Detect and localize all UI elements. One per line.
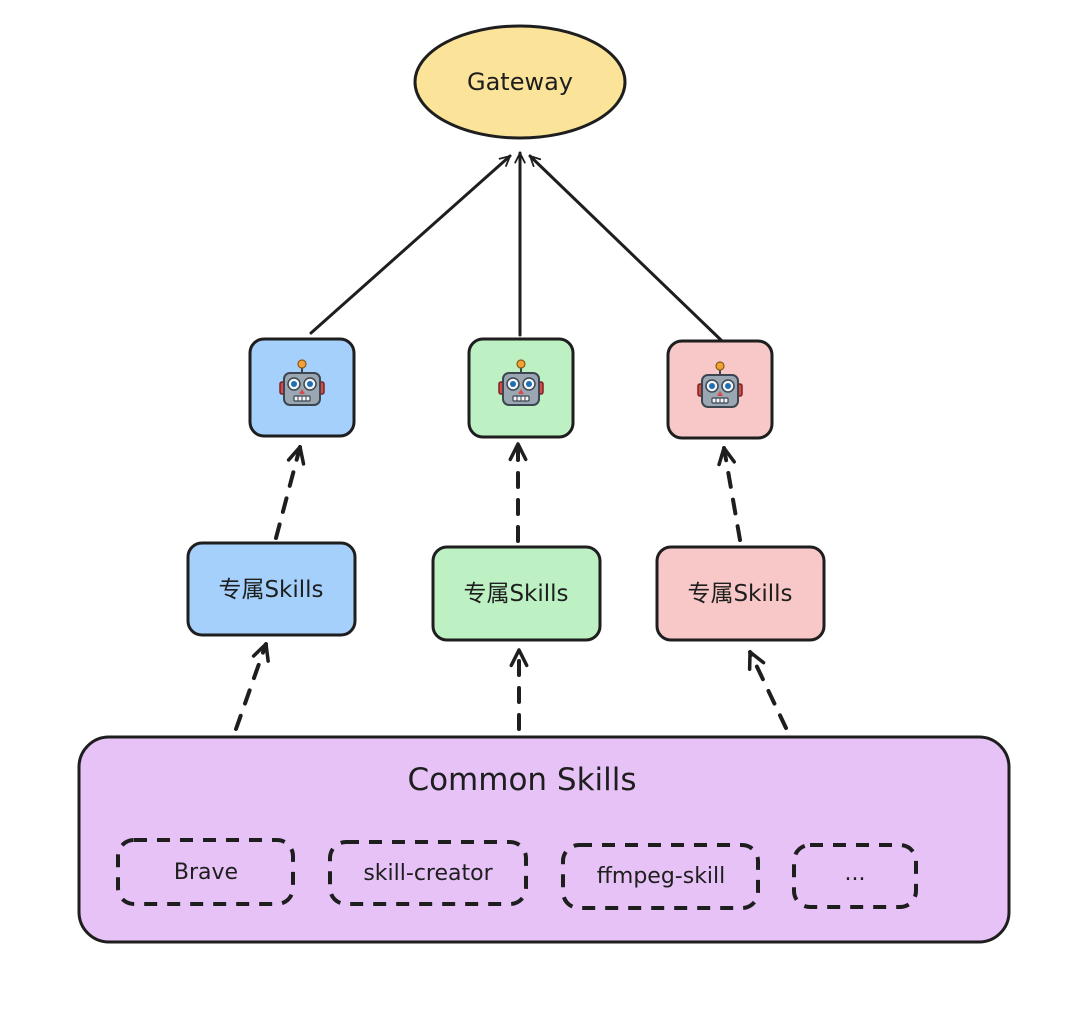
common-skill-item-ffmpeg-skill[interactable]: ffmpeg-skill — [561, 843, 760, 910]
agent-node-3[interactable] — [666, 339, 774, 440]
exclusive-skills-node-2[interactable]: 专属Skills — [431, 545, 602, 642]
arrow-common-to-skills-3 — [747, 650, 788, 730]
common-skills-title: Common Skills — [407, 762, 636, 798]
common-skill-item-more[interactable]: ... — [792, 843, 918, 909]
common-skills-container[interactable]: Common Skills Brave skill-creator ffmpeg… — [77, 735, 1011, 944]
arrow-skills-3-to-agent-3 — [717, 446, 742, 542]
exclusive-skills-node-1[interactable]: 专属Skills — [186, 541, 357, 637]
exclusive-skills-label: 专属Skills — [463, 581, 568, 607]
exclusive-skills-label: 专属Skills — [687, 581, 792, 607]
skills-to-agent-arrows — [274, 442, 742, 543]
exclusive-skills-label: 专属Skills — [218, 577, 323, 603]
arrow-agent-3-to-gateway — [528, 154, 724, 343]
arrow-skills-1-to-agent-1 — [274, 445, 306, 540]
gateway-label: Gateway — [467, 68, 573, 96]
common-skill-item-skill-creator[interactable]: skill-creator — [328, 840, 528, 906]
common-skill-item-brave[interactable]: Brave — [116, 838, 295, 906]
common-skill-label: ... — [845, 861, 866, 886]
arrow-common-to-skills-1 — [234, 642, 270, 731]
agent-node-1[interactable] — [248, 337, 356, 438]
common-to-skills-arrows — [234, 642, 788, 731]
arrow-agent-1-to-gateway — [309, 154, 512, 335]
exclusive-skills-node-3[interactable]: 专属Skills — [655, 545, 826, 642]
agent-node-2[interactable] — [467, 337, 575, 439]
common-skill-label: Brave — [174, 860, 238, 885]
gateway-node[interactable]: Gateway — [413, 24, 627, 140]
agent-to-gateway-arrows — [309, 151, 724, 343]
common-skill-label: ffmpeg-skill — [597, 864, 726, 889]
common-skill-label: skill-creator — [363, 861, 493, 886]
